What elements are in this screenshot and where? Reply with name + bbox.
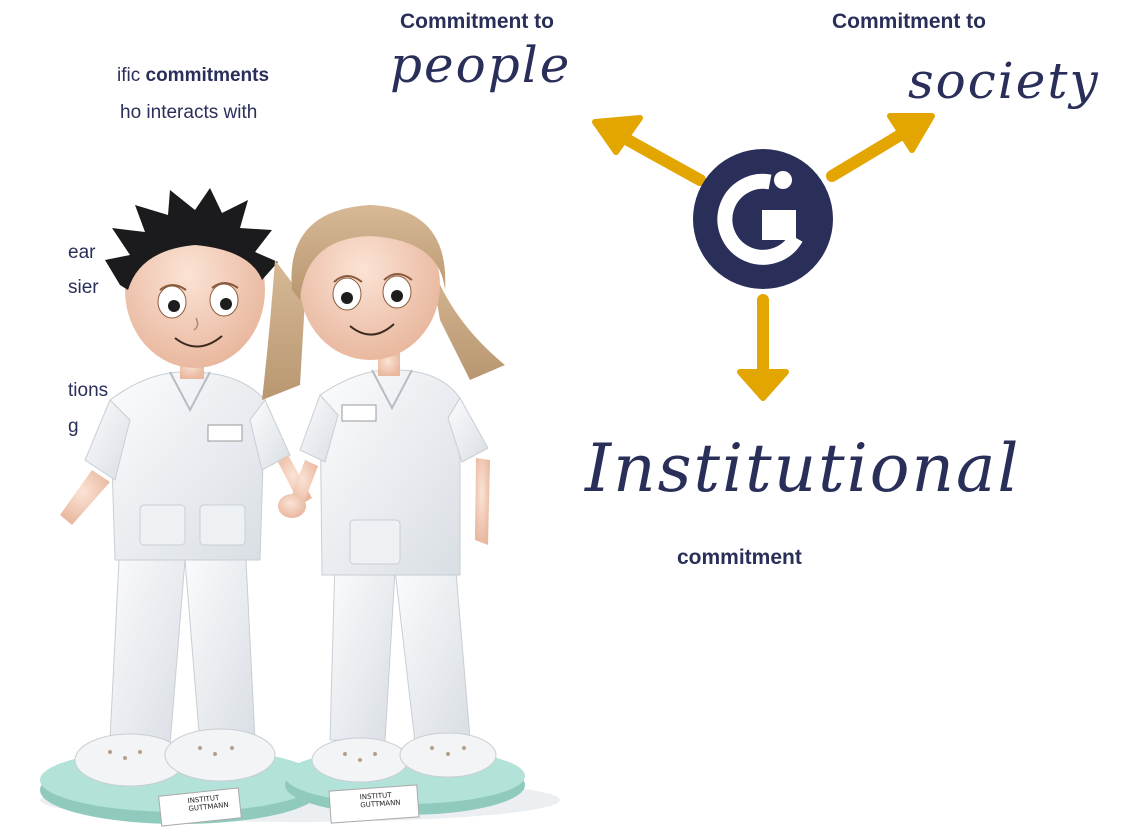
intro-line-3: ear [68, 242, 96, 263]
arrow-to-people-icon [592, 115, 706, 186]
intro-line-4: sier [68, 277, 99, 298]
people-commitment-word: people [390, 36, 572, 94]
arrow-to-institutional-icon [737, 294, 789, 401]
institutional-commitment-word: Institutional [585, 430, 1021, 507]
gi-logo-icon [693, 149, 833, 289]
intro-line-1-plain: ific [117, 65, 146, 86]
people-commitment-prefix: Commitment to [400, 10, 554, 33]
society-commitment-word: society [908, 52, 1100, 110]
arrow-to-society-icon [826, 113, 935, 182]
intro-line-6: g [68, 416, 79, 437]
society-commitment-prefix: Commitment to [832, 10, 986, 33]
institutional-commitment-suffix: commitment [677, 546, 802, 569]
right-figurine [262, 205, 505, 783]
left-figurine [60, 188, 312, 787]
right-stand-label [328, 784, 420, 824]
intro-line-1-bold: commitments [145, 65, 270, 86]
intro-line-1: ific commitments [117, 59, 269, 93]
intro-line-5: tions [68, 380, 109, 401]
clasped-hands [278, 494, 306, 518]
intro-line-2: ho interacts with [120, 102, 258, 123]
left-stand-label [158, 787, 242, 827]
